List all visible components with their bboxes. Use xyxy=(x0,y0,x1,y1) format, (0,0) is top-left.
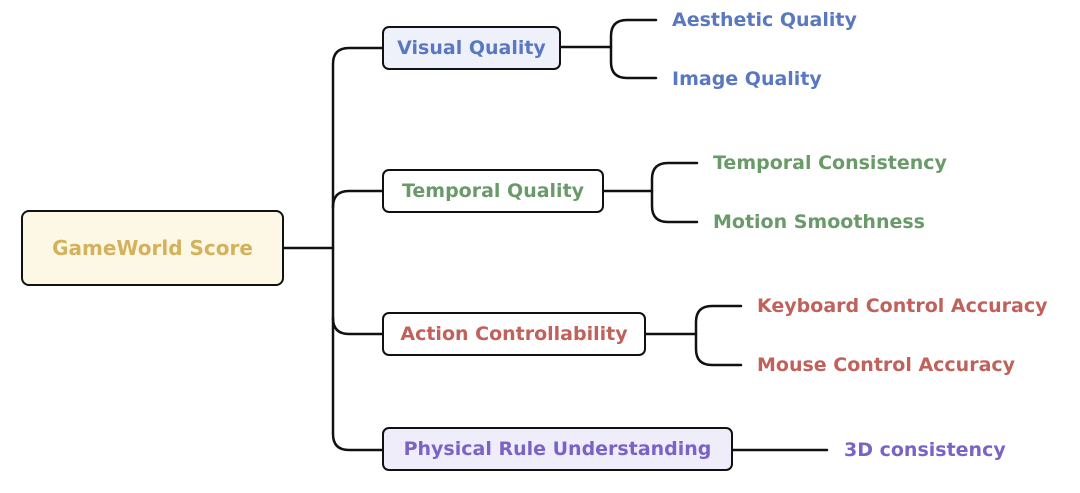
category-node-temporal-quality: Temporal Quality xyxy=(382,169,604,213)
leaf-image-quality: Image Quality xyxy=(672,68,822,90)
connector-trunk xyxy=(331,46,385,452)
category-node-physical-rule-understanding: Physical Rule Understanding xyxy=(382,427,733,471)
category-node-action-controllability: Action Controllability xyxy=(382,312,646,356)
category-label: Temporal Quality xyxy=(401,180,585,202)
root-node: GameWorld Score xyxy=(21,210,284,286)
leaf-motion-smoothness: Motion Smoothness xyxy=(713,211,925,233)
leaf-keyboard-control-accuracy: Keyboard Control Accuracy xyxy=(757,295,1048,317)
connector-action-controllability xyxy=(331,316,385,336)
category-label: Visual Quality xyxy=(397,37,546,59)
connector-temporal-bracket xyxy=(650,161,699,224)
leaf-aesthetic-quality: Aesthetic Quality xyxy=(672,9,857,31)
leaf-mouse-control-accuracy: Mouse Control Accuracy xyxy=(757,354,1016,376)
connector-temporal-quality xyxy=(331,189,385,209)
category-label: Action Controllability xyxy=(400,323,628,345)
category-node-visual-quality: Visual Quality xyxy=(382,26,561,70)
connector-action-bracket xyxy=(694,304,743,367)
category-label: Physical Rule Understanding xyxy=(403,438,712,460)
connector-visual-bracket xyxy=(609,18,658,80)
leaf-temporal-consistency: Temporal Consistency xyxy=(713,152,947,174)
root-label: GameWorld Score xyxy=(52,236,253,260)
leaf-3d-consistency: 3D consistency xyxy=(844,439,1006,461)
